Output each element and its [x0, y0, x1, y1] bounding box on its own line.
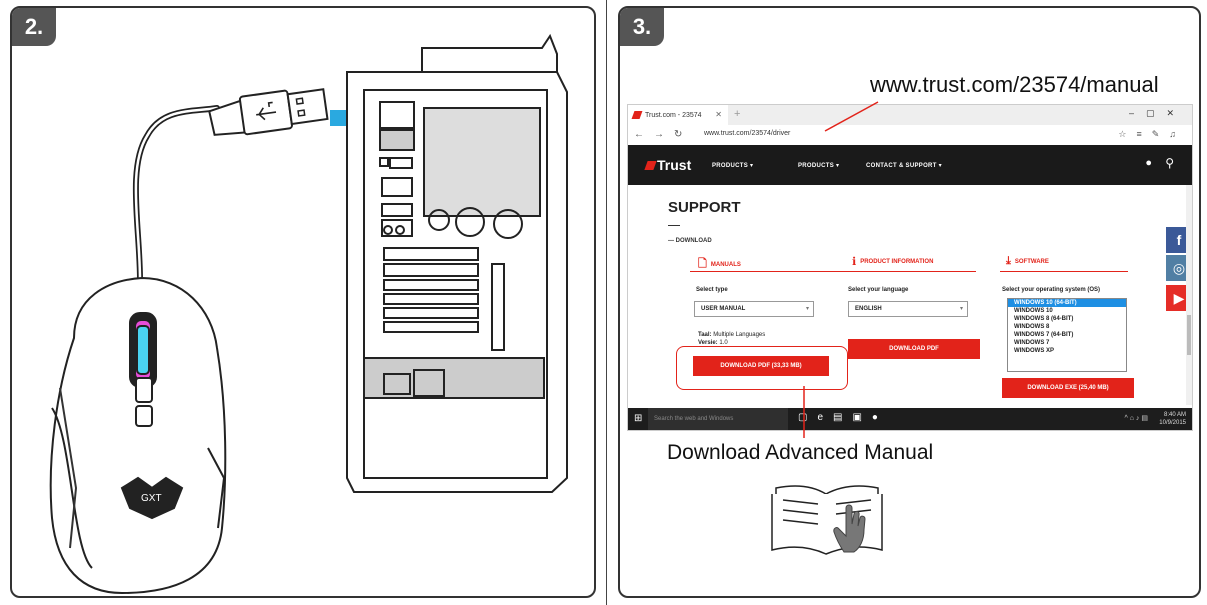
- step-2-panel: 2.: [10, 6, 596, 598]
- step-3-panel: 3. www.trust.com/23574/manual Trust.com …: [618, 6, 1201, 598]
- close-tab-icon[interactable]: ✕: [715, 110, 722, 119]
- browser-toolbar-icons[interactable]: ☆≡✎♫: [1118, 129, 1186, 139]
- product-info-rule: [846, 271, 976, 272]
- new-tab-icon[interactable]: +: [734, 108, 741, 120]
- chevron-down-icon: ▾: [959, 306, 963, 312]
- hand-pointer-icon: [833, 504, 866, 553]
- download-callout: Download Advanced Manual: [667, 441, 934, 464]
- window-controls[interactable]: –▢✕: [1128, 108, 1186, 118]
- manuals-heading: 🗋MANUALS: [698, 255, 741, 274]
- connection-illustration: GXT: [49, 33, 568, 595]
- trust-favicon-icon: [631, 111, 643, 119]
- manual-type-select[interactable]: USER MANUAL▾: [694, 301, 814, 317]
- os-option[interactable]: WINDOWS 10: [1014, 308, 1053, 314]
- tab-bar: Trust.com - 23574 ✕ + –▢✕: [628, 105, 1192, 125]
- download-icon: ⤓: [1006, 255, 1011, 267]
- software-rule: [1000, 271, 1128, 272]
- taskbar-search[interactable]: Search the web and Windows: [648, 408, 788, 430]
- usb-icon: [208, 88, 329, 136]
- os-option[interactable]: WINDOWS 8: [1014, 324, 1050, 330]
- taskbar-app-icons[interactable]: ▢e▤▣●: [798, 412, 888, 423]
- select-language-label: Select your language: [848, 287, 909, 293]
- manual-meta: Taal: Multiple Languages Versie: 1.0: [698, 332, 766, 346]
- info-icon: ℹ: [852, 256, 857, 268]
- browser-window: Trust.com - 23574 ✕ + –▢✕ ← → ↻ www.trus…: [628, 105, 1192, 430]
- url-input[interactable]: www.trust.com/23574/driver: [704, 130, 791, 137]
- logo-text: Trust: [657, 157, 692, 173]
- user-icon[interactable]: ●: [1145, 157, 1152, 169]
- step-2-badge: 2.: [12, 8, 56, 46]
- panel-divider: [606, 0, 607, 605]
- language-select[interactable]: ENGLISH▾: [848, 301, 968, 317]
- os-option[interactable]: WINDOWS 10 (64-BIT): [1008, 299, 1126, 307]
- scrollbar-thumb[interactable]: [1187, 315, 1191, 355]
- page-scrollbar[interactable]: [1186, 185, 1192, 405]
- url-callout: www.trust.com/23574/manual: [870, 72, 1159, 97]
- address-bar: ← → ↻ www.trust.com/23574/driver ☆≡✎♫: [628, 125, 1192, 146]
- site-nav: Trust PRODUCTS ▾ PRODUCTS ▾ CONTACT & SU…: [628, 145, 1192, 185]
- tab-title: Trust.com - 23574: [645, 111, 702, 119]
- search-icon[interactable]: ⚲: [1165, 156, 1174, 170]
- os-option[interactable]: WINDOWS 7: [1014, 340, 1050, 346]
- pdf-icon: 🗋: [698, 258, 707, 270]
- download-product-pdf-button[interactable]: DOWNLOAD PDF: [848, 339, 980, 359]
- back-icon[interactable]: ←: [634, 129, 644, 140]
- system-tray-icons[interactable]: ^ ⌂ ♪ ▤: [1124, 415, 1148, 422]
- title-rule: [668, 225, 680, 226]
- page-title: SUPPORT: [668, 199, 741, 216]
- browser-tab[interactable]: Trust.com - 23574 ✕: [628, 105, 728, 125]
- windows-taskbar: ⊞ Search the web and Windows ▢e▤▣● ^ ⌂ ♪…: [628, 408, 1192, 430]
- os-option[interactable]: WINDOWS 7 (64-BIT): [1014, 332, 1074, 338]
- manuals-rule: [690, 271, 850, 272]
- windows-start-icon[interactable]: ⊞: [634, 413, 643, 424]
- nav-products-2[interactable]: PRODUCTS ▾: [798, 163, 840, 169]
- step-3-badge: 3.: [620, 8, 664, 46]
- os-option[interactable]: WINDOWS XP: [1014, 348, 1054, 354]
- download-highlight-ring: [676, 346, 848, 390]
- chevron-down-icon: ▾: [805, 306, 809, 312]
- book-icon: [771, 485, 883, 555]
- software-heading: ⤓SOFTWARE: [1006, 255, 1049, 267]
- select-type-label: Select type: [696, 287, 728, 293]
- download-software-exe-button[interactable]: DOWNLOAD EXE (25,40 MB): [1002, 378, 1134, 398]
- os-option[interactable]: WINDOWS 8 (64-BIT): [1014, 316, 1074, 322]
- nav-contact-support[interactable]: CONTACT & SUPPORT ▾: [866, 163, 942, 169]
- refresh-icon[interactable]: ↻: [674, 129, 683, 140]
- pc-tower: [346, 33, 568, 493]
- section-label: — DOWNLOAD: [668, 238, 712, 244]
- forward-icon[interactable]: →: [654, 129, 664, 140]
- gaming-mouse: GXT: [49, 276, 227, 595]
- nav-products-1[interactable]: PRODUCTS ▾: [712, 163, 754, 169]
- os-listbox[interactable]: WINDOWS 10 (64-BIT) WINDOWS 10 WINDOWS 8…: [1007, 298, 1127, 372]
- svg-text:GXT: GXT: [141, 493, 162, 504]
- download-manual-pdf-button[interactable]: DOWNLOAD PDF (33,33 MB): [693, 356, 829, 376]
- trust-logo[interactable]: Trust: [644, 157, 692, 173]
- trust-logo-icon: [644, 160, 657, 170]
- select-os-label: Select your operating system (OS): [1002, 287, 1101, 293]
